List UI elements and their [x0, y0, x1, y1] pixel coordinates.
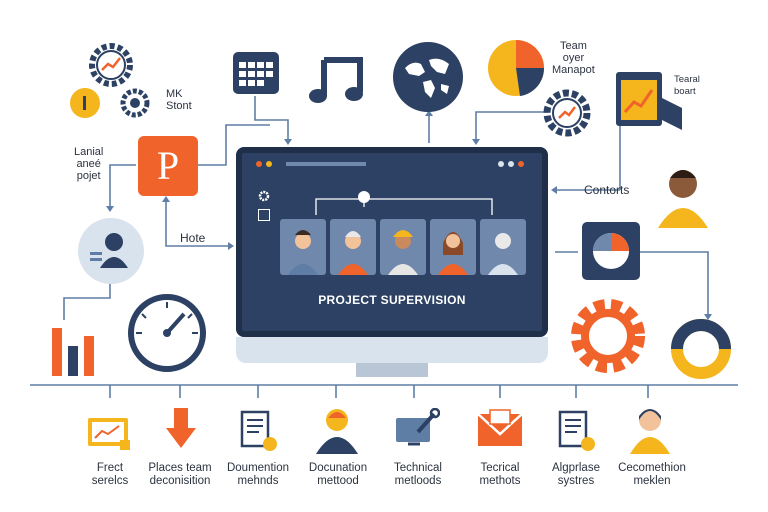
monitor-stand: [356, 363, 428, 377]
person-icon: [314, 404, 360, 454]
music-note-icon: [308, 52, 364, 106]
gear-icon[interactable]: [258, 189, 270, 202]
gauge-icon: [126, 292, 208, 374]
label-hote: Hote: [180, 231, 206, 245]
presentation-app-icon: P: [138, 136, 198, 196]
bottom-label: Docunation mettood: [308, 462, 368, 487]
monitor-title: PROJECT SUPERVISION: [318, 293, 466, 307]
label-mk-stont: MK Stont: [166, 88, 192, 112]
gear-chart-icon: [88, 42, 134, 88]
bar-chart-icon: [48, 318, 102, 378]
calendar-icon: [233, 52, 279, 94]
team-member-card[interactable]: [330, 219, 376, 275]
envelope-icon: [476, 408, 524, 448]
donut-chart-icon: [670, 318, 732, 380]
coin-icon: [70, 88, 100, 118]
label-tearal-boart: Tearal boart: [674, 74, 700, 97]
team-member-card[interactable]: [480, 219, 526, 275]
person-avatar-icon: [654, 162, 712, 228]
bottom-label: Doumention mehnds: [226, 462, 289, 487]
document-icon: [238, 410, 278, 452]
arrow-down-icon: [164, 406, 198, 450]
bottom-label: Cecomethion meklen: [618, 462, 686, 487]
team-member-card[interactable]: [280, 219, 326, 275]
globe-icon: [393, 42, 463, 112]
bottom-label: Frect serelcs: [91, 462, 129, 487]
gear-chart-icon: [542, 88, 592, 138]
avatar-icon: [78, 218, 144, 284]
bottom-label: Technical metloods: [394, 462, 442, 487]
chart-window-icon: [582, 222, 640, 280]
label-contorts: Contorts: [584, 183, 630, 197]
edit-icon[interactable]: [258, 209, 270, 221]
label-lanial-project: Lanial aneé pojet: [74, 146, 104, 182]
monitor-chin: [236, 337, 548, 363]
monitor-chart-icon: [86, 414, 132, 452]
document-icon: [556, 410, 596, 452]
project-supervision-monitor: PROJECT SUPERVISION: [236, 147, 548, 377]
team-member-card[interactable]: [380, 219, 426, 275]
label-team-oyer-manapot: Team oyer Manapot: [552, 40, 595, 76]
hierarchy-lines: [315, 191, 493, 215]
pie-chart-icon: [486, 38, 546, 98]
person-icon: [628, 404, 672, 454]
wrench-screen-icon: [394, 407, 441, 450]
bottom-label: Algprlase systres: [552, 462, 600, 487]
gear-small-icon: [120, 88, 150, 118]
bottom-label: Places team deconisition: [148, 462, 212, 487]
bottom-label: Tecrical methots: [479, 462, 521, 487]
clipboard-chart-icon: [614, 68, 684, 132]
team-member-card[interactable]: [430, 219, 476, 275]
gear-large-icon: [568, 296, 648, 376]
